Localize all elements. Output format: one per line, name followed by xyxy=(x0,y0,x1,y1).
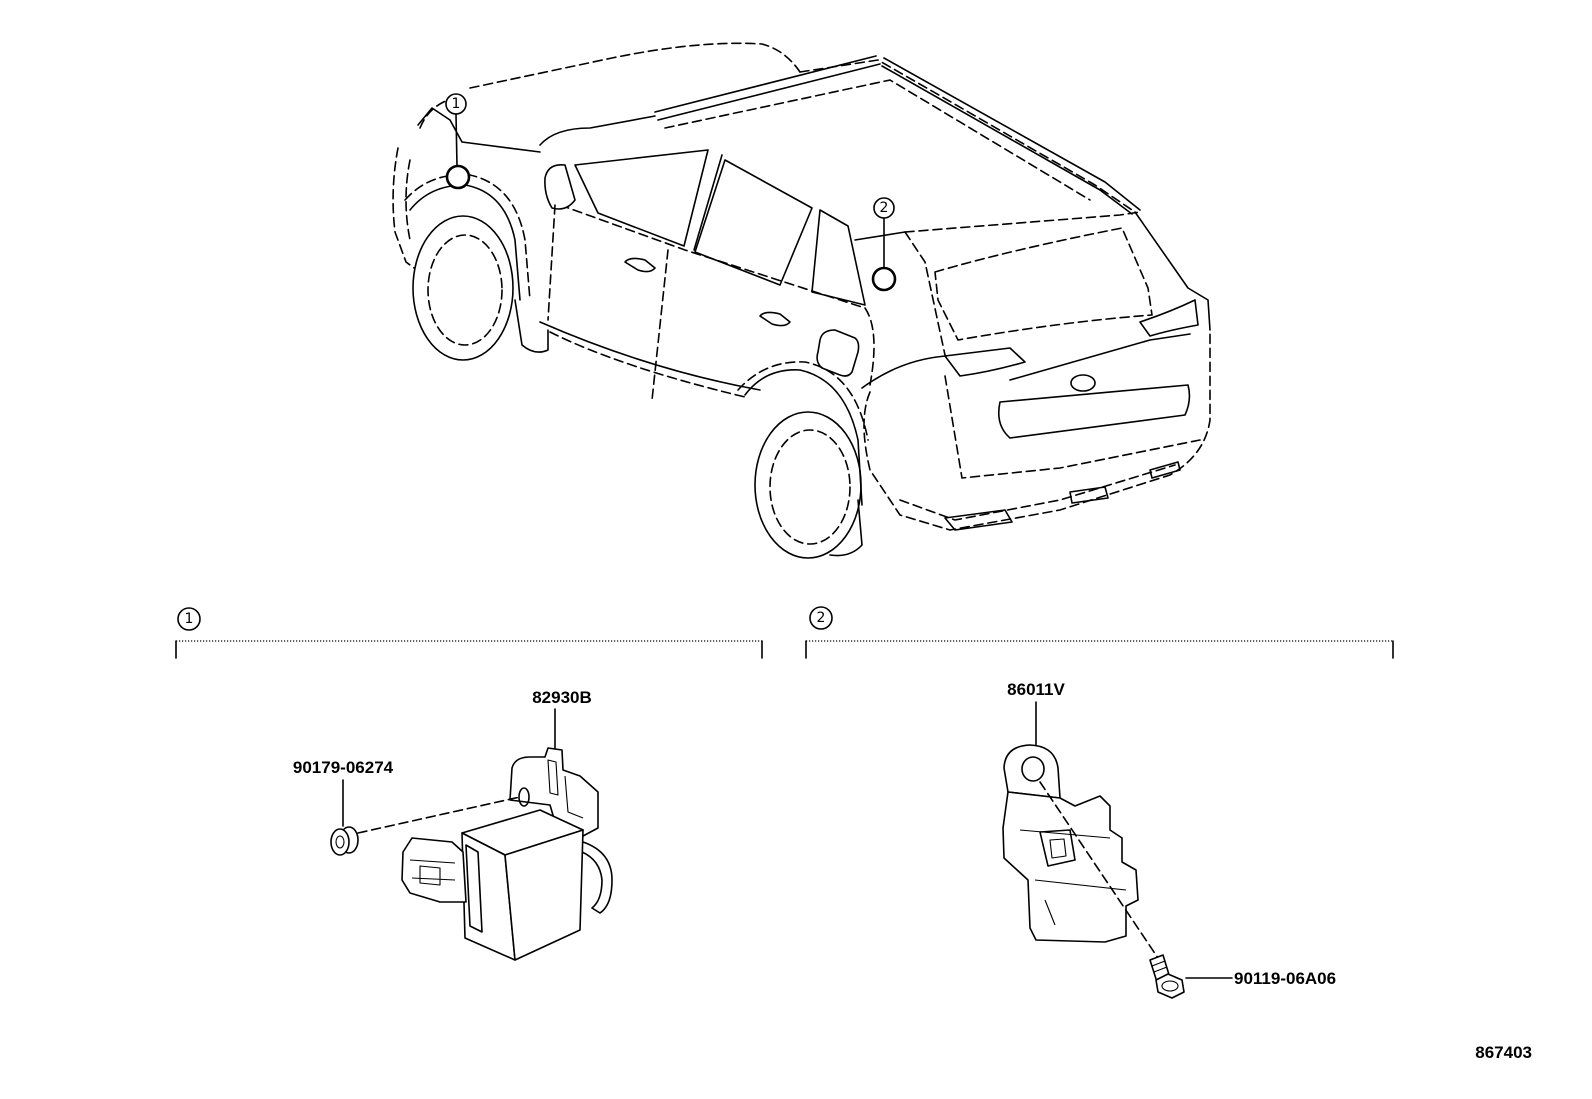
section-2-badge xyxy=(809,606,833,630)
front-wheel-arch-outer xyxy=(404,173,531,301)
section-1-number: 1 xyxy=(185,611,194,627)
rear-quarter-line xyxy=(864,307,875,386)
belt-line xyxy=(559,204,866,309)
bumper-reflectors xyxy=(944,461,1181,531)
sensor-mount-hole xyxy=(1021,756,1045,782)
roof-mid-line xyxy=(664,79,1091,201)
clip-front xyxy=(330,828,350,856)
module-drawing xyxy=(401,747,613,961)
bolt-drawing xyxy=(1149,954,1185,999)
front-wheel-arch xyxy=(409,184,521,301)
fuel-door xyxy=(816,329,860,377)
rear-rim xyxy=(769,429,851,545)
bolt-head xyxy=(1155,973,1185,999)
rear-tire xyxy=(754,411,862,559)
bolt-part-number: 90119-06A06 xyxy=(1234,969,1336,988)
rear-bumper-lower xyxy=(899,464,1176,521)
front-rim xyxy=(427,234,503,346)
module-bracket-fold xyxy=(564,775,584,819)
clip-hole xyxy=(335,835,345,849)
bolt-threads xyxy=(1151,960,1168,973)
hatch-lower-line xyxy=(1009,333,1191,381)
section-2-number: 2 xyxy=(817,610,826,626)
tail-light-right xyxy=(1139,299,1199,337)
module-box-port xyxy=(465,844,483,933)
clip-part-number: 90179-06274 xyxy=(293,758,394,777)
bolt-install-line xyxy=(1039,781,1159,959)
hatch-left-edge xyxy=(904,231,946,356)
roof-edge xyxy=(799,59,1136,213)
rear-door-handle xyxy=(759,311,791,327)
vehicle-callout-1: 1 xyxy=(445,93,471,190)
callout-1-location-marker xyxy=(445,164,471,190)
rear-window xyxy=(934,227,1153,341)
rear-body-lower xyxy=(944,375,1201,479)
windshield-base xyxy=(539,115,656,146)
module-cable xyxy=(581,841,613,914)
tail-light-left xyxy=(944,347,1026,377)
door-cut-line xyxy=(651,249,669,401)
sensor-drawing xyxy=(1002,744,1139,943)
callout-2-location-marker xyxy=(871,266,897,292)
rear-wheel-arch xyxy=(744,369,863,506)
rear-bumper xyxy=(863,329,1211,531)
module-bracket-hole xyxy=(518,787,530,807)
lower-side-line xyxy=(549,331,746,398)
hood-crease xyxy=(417,107,541,153)
front-door-handle xyxy=(624,257,656,273)
section-1-bracket-ends xyxy=(175,640,763,659)
sensor-connector xyxy=(1039,829,1076,867)
roof-rail-front xyxy=(654,55,881,121)
illustration-id: 867403 xyxy=(1475,1043,1532,1062)
front-fender xyxy=(405,159,411,241)
front-door-edge xyxy=(547,204,556,321)
callout-2-number: 2 xyxy=(880,200,889,216)
section-1-badge xyxy=(177,607,201,631)
module-bracket-slot xyxy=(547,759,559,796)
vehicle-illustration xyxy=(392,42,1211,559)
section-2: 2 86011V 90119-06A06 xyxy=(805,606,1394,999)
rear-mudflap xyxy=(829,499,863,557)
b-pillar xyxy=(693,154,723,251)
callout-1-leader xyxy=(455,113,458,167)
license-plate-area xyxy=(997,384,1191,439)
bolt-washer xyxy=(1161,980,1179,992)
sensor-connector-socket xyxy=(1049,838,1067,859)
module-bracket-plate xyxy=(509,747,599,837)
quarter-window xyxy=(811,209,866,306)
vehicle-callout-2: 2 xyxy=(871,197,897,292)
front-tire xyxy=(412,215,514,361)
sensor-mount-tab xyxy=(1003,744,1061,799)
sensor-part-number: 86011V xyxy=(1007,680,1065,699)
module-part-number: 82930B xyxy=(532,688,592,707)
module-box-front xyxy=(504,829,584,961)
rear-door-window xyxy=(694,159,813,286)
front-hood-curve xyxy=(419,99,449,129)
side-mirror xyxy=(544,163,576,210)
module-connector xyxy=(401,837,467,903)
clip-drawing xyxy=(330,826,359,856)
rear-emblem xyxy=(1070,374,1096,392)
clip-install-line xyxy=(357,796,521,834)
roof-rail-rear xyxy=(881,57,1141,215)
section-2-bracket-ends xyxy=(805,640,1394,659)
front-face xyxy=(392,147,415,269)
hatch-top xyxy=(904,211,1141,233)
section-1: 1 82930B 90179-06274 xyxy=(175,607,763,961)
rocker-panel xyxy=(539,321,761,391)
hood-outline xyxy=(469,42,801,89)
c-pillar xyxy=(854,231,906,241)
front-mudflap xyxy=(514,299,549,353)
callout-1-number: 1 xyxy=(452,96,461,112)
rear-wheel-arch-outer xyxy=(737,361,869,441)
hatch-right-edge xyxy=(1134,211,1211,331)
module-connector-detail xyxy=(409,859,456,886)
rear-shoulder xyxy=(861,355,946,389)
sensor-body xyxy=(1002,791,1139,943)
front-door-window xyxy=(574,149,709,247)
